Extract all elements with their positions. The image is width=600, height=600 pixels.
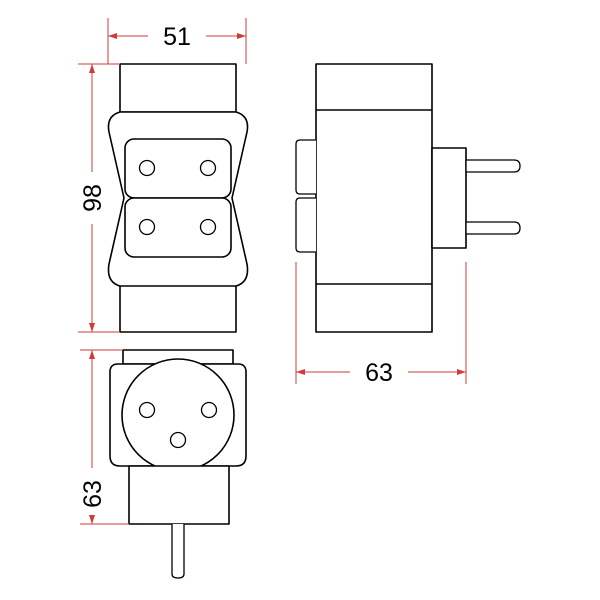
bottom-view-lower-body (128, 465, 230, 525)
front-height-label: 98 (79, 184, 107, 212)
dimension-arrow (89, 515, 95, 524)
dimension-arrow (237, 33, 246, 39)
front-view-lower-socket (124, 197, 232, 258)
front-view (107, 63, 249, 333)
upper-socket-right-hole (199, 159, 217, 177)
dimension-arrow (89, 323, 95, 332)
top-width-label: 51 (163, 23, 191, 51)
dimension-side-length: 63 (295, 262, 467, 387)
dimension-top-width: 51 (107, 18, 247, 64)
side-view-lower-pin (465, 221, 521, 235)
upper-socket-left-hole (138, 159, 156, 177)
bottom-socket-ground-hole (169, 431, 187, 449)
front-view-bottom-body (119, 283, 237, 333)
lower-socket-left-hole (138, 218, 156, 236)
dimension-front-height: 98 (78, 63, 120, 333)
lower-socket-right-hole (199, 218, 217, 236)
dimension-bottom-height: 63 (79, 349, 129, 525)
bottom-socket-left-hole (138, 401, 156, 419)
dimension-arrow (108, 33, 117, 39)
side-length-label: 63 (365, 359, 393, 387)
front-view-top-body (119, 63, 237, 113)
dimension-arrow (296, 369, 305, 375)
bottom-view (109, 349, 247, 579)
bottom-socket-right-hole (200, 401, 218, 419)
dimension-arrow (457, 369, 466, 375)
side-view-lower-socket-face (295, 197, 316, 253)
bottom-view-pin (171, 524, 185, 579)
dimension-arrow (89, 64, 95, 73)
dimension-arrow (89, 350, 95, 359)
side-view-upper-socket-face (295, 139, 316, 195)
side-view-body (315, 63, 433, 333)
side-view (295, 63, 521, 333)
bottom-view-socket-circle (121, 358, 235, 472)
bottom-height-label: 63 (79, 480, 107, 508)
side-view-upper-pin (465, 159, 521, 173)
side-view-plug-base (431, 147, 467, 249)
